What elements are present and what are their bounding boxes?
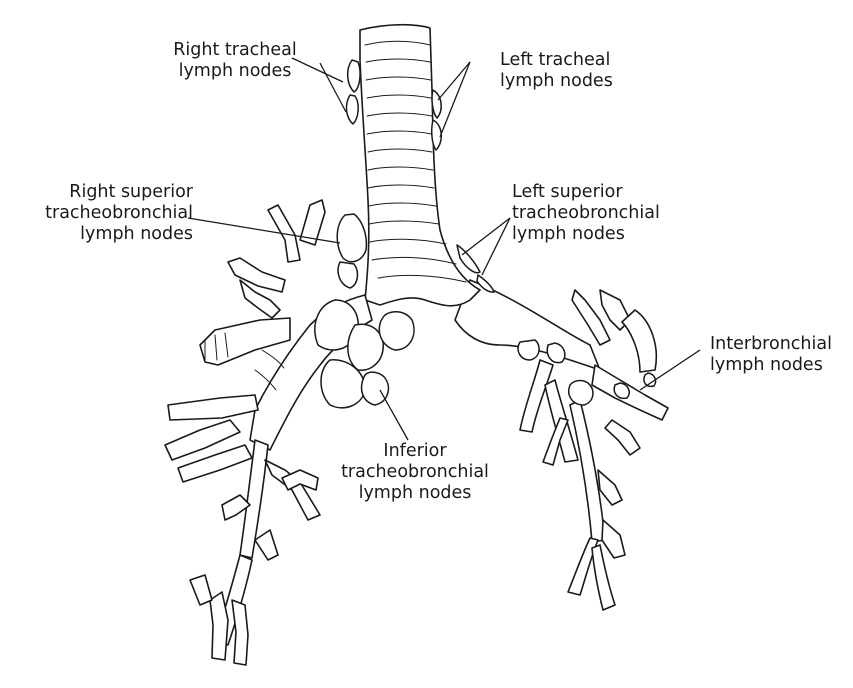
interbronchial-node <box>518 340 539 360</box>
label-right-superior-tracheobronchial-lymph-nodes: Right superior tracheobronchial lymph no… <box>35 182 193 245</box>
left-superior-tracheobronchial-node <box>457 245 480 273</box>
inferior-tracheobronchial-node <box>348 324 383 370</box>
label-left-tracheal-lymph-nodes: Left tracheal lymph nodes <box>500 50 650 92</box>
interbronchial-node <box>644 373 656 386</box>
interbronchial-node <box>569 381 593 405</box>
label-left-superior-tracheobronchial-lymph-nodes: Left superior tracheobronchial lymph nod… <box>512 182 682 245</box>
label-inferior-tracheobronchial-lymph-nodes: Inferior tracheobronchial lymph nodes <box>330 441 500 504</box>
left-tracheal-node <box>432 120 442 150</box>
right-tracheal-node <box>348 60 360 92</box>
right-superior-tracheobronchial-node <box>338 262 357 288</box>
right-superior-tracheobronchial-node <box>337 214 366 262</box>
label-right-tracheal-lymph-nodes: Right tracheal lymph nodes <box>150 40 320 82</box>
inferior-tracheobronchial-node <box>379 312 414 350</box>
left-tracheal-node <box>432 90 441 118</box>
inferior-tracheobronchial-node <box>362 372 389 405</box>
right-tracheal-node <box>346 95 358 124</box>
label-interbronchial-lymph-nodes: Interbronchial lymph nodes <box>710 334 853 376</box>
trachea <box>360 25 480 306</box>
